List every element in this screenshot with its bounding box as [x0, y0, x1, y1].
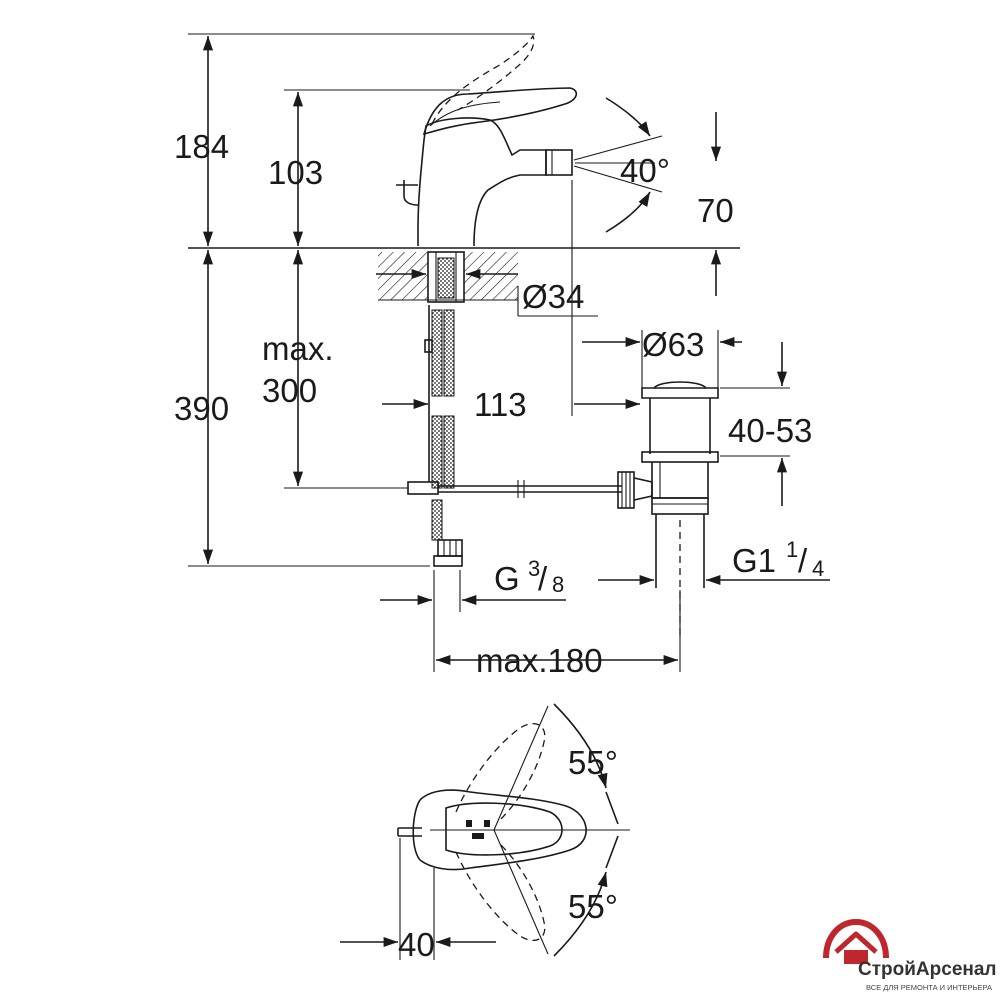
dim-diameter-34: Ø34 [522, 278, 584, 315]
dim-55-degree-bottom: 55° [568, 888, 618, 925]
drain-thread-sub: 4 [812, 556, 824, 581]
dim-390: 390 [174, 390, 229, 427]
brand-logo: СтройАрсенал ВСЕ ДЛЯ РЕМОНТА И ИНТЕРЬЕРА [823, 918, 997, 992]
thread-g: G [494, 560, 520, 597]
dim-g-3-8: G 3 / 8 [494, 556, 564, 597]
dim-300: 300 [262, 372, 317, 409]
dim-40-53: 40-53 [728, 412, 812, 449]
thread-sup: 3 [528, 556, 540, 581]
lever-top-view [340, 703, 630, 960]
faucet-side-view [188, 34, 740, 567]
brand-tagline: ВСЕ ДЛЯ РЕМОНТА И ИНТЕРЬЕРА [866, 983, 992, 992]
dim-113: 113 [474, 386, 527, 423]
dim-max-label: max. [262, 330, 334, 367]
drain-thread-g1: G1 [732, 542, 776, 579]
brand-name: СтройАрсенал [858, 959, 997, 980]
dim-40: 40 [398, 926, 435, 963]
dim-184: 184 [174, 128, 229, 165]
dim-g1-1-4: G1 1 / 4 [732, 537, 824, 581]
house-icon [823, 918, 889, 964]
dimension-lines [188, 33, 830, 672]
drain-thread-sup: 1 [786, 537, 798, 562]
dim-max-180: max.180 [476, 642, 603, 679]
thread-slash: / [538, 560, 548, 597]
drain-assembly [617, 381, 719, 640]
dim-70: 70 [697, 192, 734, 229]
dim-103: 103 [268, 154, 323, 191]
thread-sub: 8 [552, 572, 564, 597]
dim-55-degree-top: 55° [568, 744, 618, 781]
drain-thread-slash: / [798, 542, 808, 579]
dim-40-degree: 40° [620, 152, 670, 189]
dim-diameter-63: Ø63 [642, 326, 704, 363]
